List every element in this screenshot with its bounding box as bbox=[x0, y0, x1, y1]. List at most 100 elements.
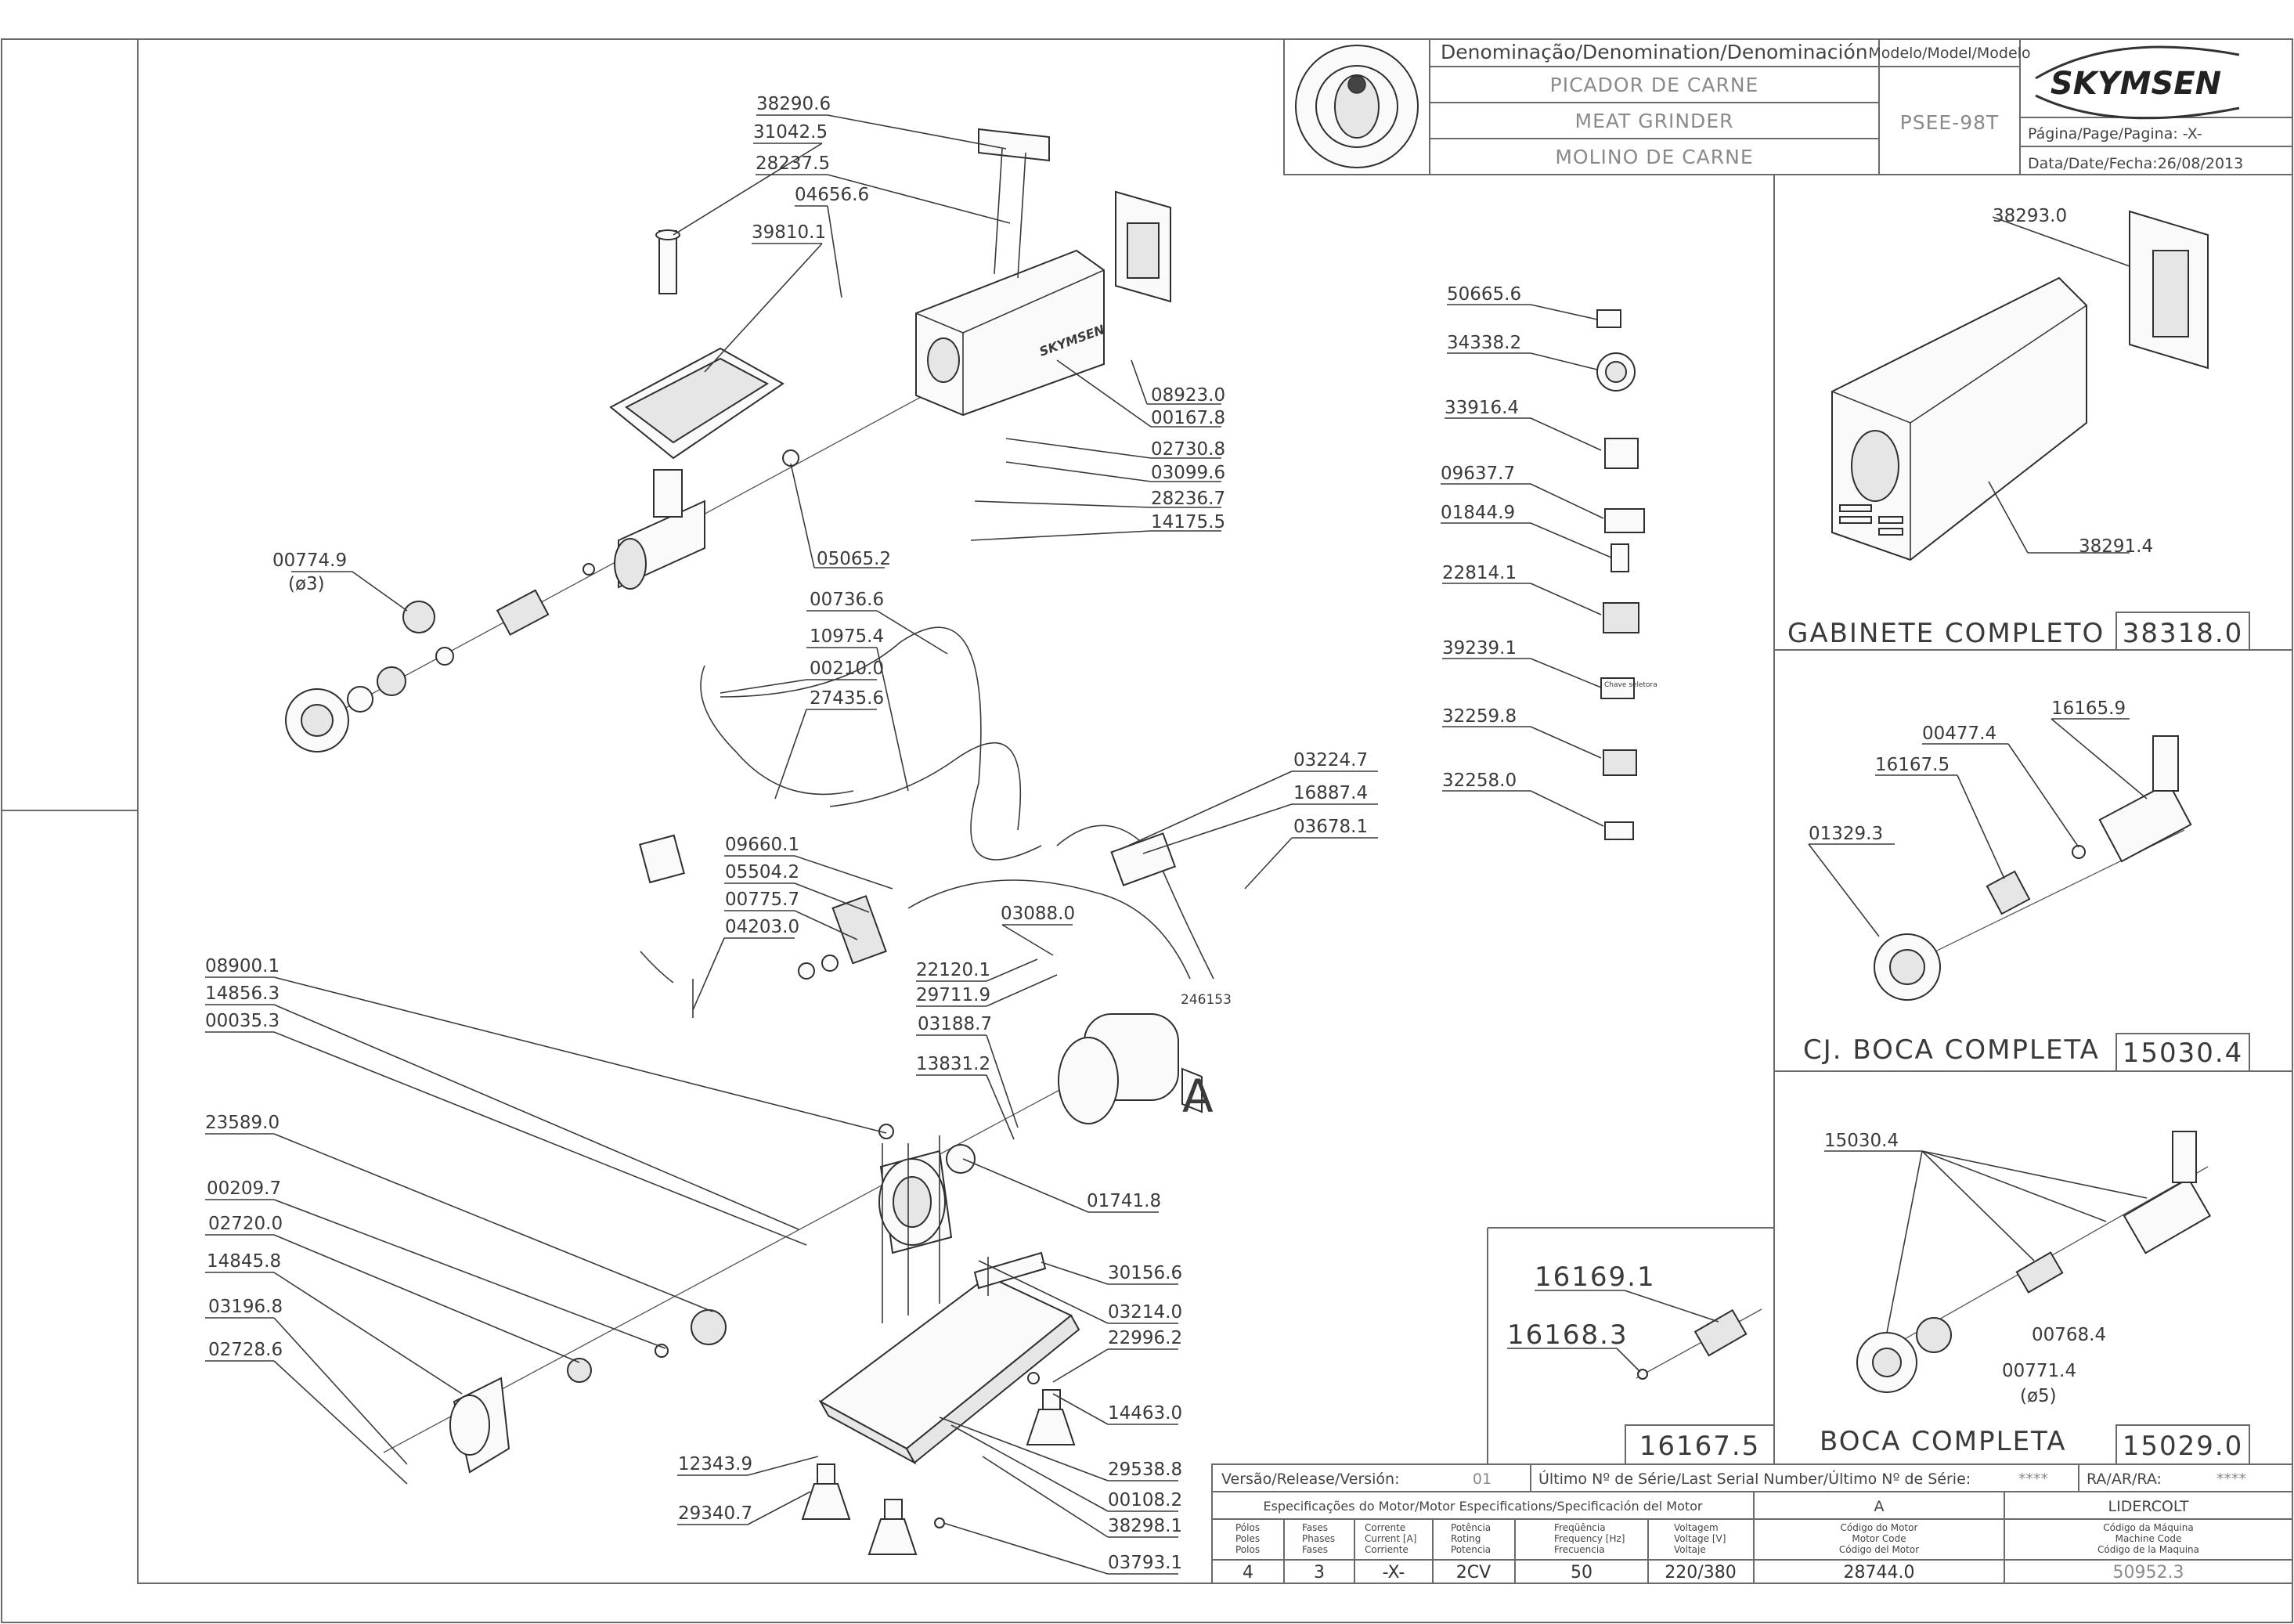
version-value: 01 bbox=[1473, 1471, 1491, 1488]
label-16168: 16168.3 bbox=[1507, 1319, 1629, 1351]
svg-text:Potencia: Potencia bbox=[1451, 1544, 1491, 1555]
spec-machine-code: 50952.3 bbox=[2113, 1563, 2184, 1582]
label-30156: 30156.6 bbox=[1108, 1263, 1182, 1283]
label-08900: 08900.1 bbox=[205, 956, 280, 976]
label-01844: 01844.9 bbox=[1441, 503, 1515, 523]
label-14845: 14845.8 bbox=[207, 1251, 281, 1272]
label-02730: 02730.8 bbox=[1151, 439, 1225, 460]
svg-text:Código do Motor: Código do Motor bbox=[1841, 1522, 1918, 1533]
pin-code: 16167.5 bbox=[1639, 1431, 1761, 1462]
label-02720: 02720.0 bbox=[208, 1214, 283, 1234]
panel-boca: 15030.4 00768.4 00771.4 (ø5) BOCA COMPLE… bbox=[1820, 1131, 2242, 1462]
svg-text:Corrente: Corrente bbox=[1365, 1522, 1405, 1533]
label-04203: 04203.0 bbox=[725, 917, 799, 937]
spec-values: 4 3 -X- 2CV 50 220/380 28744.0 50952.3 bbox=[1243, 1563, 2184, 1582]
svg-text:Phases: Phases bbox=[1302, 1533, 1335, 1544]
label-05504: 05504.2 bbox=[725, 862, 799, 882]
spec-table: Versão/Release/Versión: 01 Último Nº de … bbox=[1211, 1463, 2293, 1584]
denomination-header: Denominação/Denomination/Denominación bbox=[1441, 41, 1868, 63]
leader-lines bbox=[205, 114, 1378, 1575]
label-00774: 00774.9 bbox=[272, 550, 347, 571]
label-00108: 00108.2 bbox=[1108, 1490, 1182, 1510]
serial-value: **** bbox=[2018, 1471, 2048, 1488]
foot-2 bbox=[867, 1518, 918, 1555]
label-10975: 10975.4 bbox=[810, 626, 884, 647]
gabinete-code: 38318.0 bbox=[2123, 618, 2244, 649]
motor-letter: A bbox=[1182, 1070, 1214, 1123]
label-00167: 00167.8 bbox=[1151, 408, 1225, 428]
motor-manufacturer: LIDERCOLT bbox=[2108, 1498, 2189, 1515]
label-22814: 22814.1 bbox=[1442, 563, 1517, 583]
svg-text:Current [A]: Current [A] bbox=[1365, 1533, 1416, 1544]
decal-switch-tag: Chave seletora bbox=[1604, 681, 1657, 689]
svg-text:Polos: Polos bbox=[1235, 1544, 1260, 1555]
svg-text:Potência: Potência bbox=[1451, 1522, 1491, 1533]
label-14463: 14463.0 bbox=[1108, 1403, 1182, 1424]
decals-column: 50665.6 34338.2 33916.4 09637.7 01844.9 … bbox=[1441, 284, 1657, 840]
svg-text:Frequency [Hz]: Frequency [Hz] bbox=[1554, 1533, 1625, 1544]
label-29340: 29340.7 bbox=[678, 1503, 752, 1524]
svg-text:Fases: Fases bbox=[1302, 1522, 1328, 1533]
svg-text:Corriente: Corriente bbox=[1365, 1544, 1409, 1555]
panel-gabinete: 38293.0 38291.4 GABINETE COMPLETO 38318.… bbox=[1787, 206, 2244, 649]
brand-logo: SKYMSEN bbox=[2035, 45, 2240, 120]
version-label: Versão/Release/Versión: bbox=[1221, 1471, 1400, 1488]
motor-letter: A bbox=[1874, 1498, 1885, 1515]
spec-voltage: 220/380 bbox=[1665, 1563, 1736, 1582]
spec-motor-code: 28744.0 bbox=[1844, 1563, 1915, 1582]
ra-value: **** bbox=[2216, 1471, 2246, 1488]
label-16169: 16169.1 bbox=[1535, 1261, 1656, 1293]
label-08923: 08923.0 bbox=[1151, 385, 1225, 406]
label-00210: 00210.0 bbox=[810, 659, 884, 679]
label-03088: 03088.0 bbox=[1001, 904, 1075, 924]
ra-label: RA/AR/RA: bbox=[2087, 1471, 2162, 1488]
label-38291: 38291.4 bbox=[2079, 536, 2153, 557]
panel-cj-boca: 16165.9 00477.4 16167.5 01329.3 CJ. BOCA… bbox=[1803, 698, 2242, 1069]
label-diam5: (ø5) bbox=[2020, 1386, 2057, 1406]
label-12343: 12343.9 bbox=[678, 1454, 752, 1474]
svg-text:Código da Máquina: Código da Máquina bbox=[2103, 1522, 2193, 1533]
label-29538: 29538.8 bbox=[1108, 1460, 1182, 1480]
panel-pin: 16169.1 16168.3 16167.5 bbox=[1507, 1261, 1762, 1462]
date-label: Data/Date/Fecha:26/08/2013 bbox=[2028, 155, 2243, 172]
label-00035: 00035.3 bbox=[205, 1011, 280, 1031]
model-header: Modelo/Model/Modelo bbox=[1868, 45, 2030, 62]
label-04656: 04656.6 bbox=[795, 185, 869, 205]
label-02728: 02728.6 bbox=[208, 1340, 283, 1360]
svg-text:Freqüência: Freqüência bbox=[1554, 1522, 1606, 1533]
svg-text:Voltage [V]: Voltage [V] bbox=[1674, 1533, 1726, 1544]
label-16165: 16165.9 bbox=[2051, 698, 2126, 719]
boca-title: BOCA COMPLETA bbox=[1820, 1426, 2066, 1457]
label-03793: 03793.1 bbox=[1108, 1553, 1182, 1573]
spec-phases: 3 bbox=[1314, 1563, 1325, 1582]
label-32259: 32259.8 bbox=[1442, 706, 1517, 727]
foot-3 bbox=[1026, 1409, 1076, 1445]
label-16887: 16887.4 bbox=[1293, 783, 1368, 803]
motor-wires: 246153 bbox=[1181, 992, 1232, 1008]
label-14856: 14856.3 bbox=[205, 983, 280, 1004]
panel-frames bbox=[1487, 175, 2292, 1465]
label-15030: 15030.4 bbox=[1824, 1131, 1899, 1151]
label-33916: 33916.4 bbox=[1445, 398, 1519, 418]
spec-current: -X- bbox=[1383, 1563, 1405, 1582]
gabinete-title: GABINETE COMPLETO bbox=[1787, 618, 2105, 649]
model-value: PSEE-98T bbox=[1900, 111, 2000, 134]
svg-text:Motor Code: Motor Code bbox=[1852, 1533, 1906, 1544]
spec-power: 2CV bbox=[1456, 1563, 1491, 1582]
main-labels: 38290.6 31042.5 28237.5 04656.6 39810.1 … bbox=[205, 94, 1368, 1573]
label-39810: 39810.1 bbox=[752, 222, 826, 243]
label-31042: 31042.5 bbox=[753, 122, 828, 143]
title-block: Denominação/Denomination/Denominación PI… bbox=[1283, 38, 2293, 175]
label-23589: 23589.0 bbox=[205, 1113, 280, 1133]
brand-name: SKYMSEN bbox=[2051, 66, 2221, 102]
cj-boca-title: CJ. BOCA COMPLETA bbox=[1803, 1034, 2100, 1066]
label-03214: 03214.0 bbox=[1108, 1302, 1182, 1323]
spec-frequency: 50 bbox=[1571, 1563, 1592, 1582]
label-03678: 03678.1 bbox=[1293, 817, 1368, 837]
foot-1 bbox=[801, 1483, 851, 1520]
label-39239: 39239.1 bbox=[1442, 638, 1517, 659]
svg-text:Código del Motor: Código del Motor bbox=[1839, 1544, 1919, 1555]
label-22996: 22996.2 bbox=[1108, 1328, 1182, 1348]
